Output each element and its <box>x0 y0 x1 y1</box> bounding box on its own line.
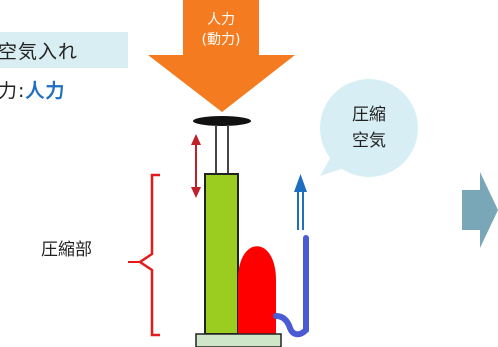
pump-cylinder <box>204 173 239 335</box>
topic-title-text: 空気入れ <box>0 40 79 63</box>
input-force-label-line1: 人力 <box>207 12 235 28</box>
topic-title: 空気入れ <box>0 32 128 68</box>
compressed-air-label-line1: 圧縮 <box>352 105 386 125</box>
pump-base <box>195 333 282 347</box>
compression-section-label: 圧縮部 <box>41 240 92 260</box>
input-force-label: 人力 (動力) <box>181 10 261 50</box>
compressed-air-label: 圧縮 空気 <box>339 102 399 154</box>
compression-bracket <box>137 173 160 337</box>
power-source-value: 人力 <box>25 80 66 102</box>
input-force-arrow <box>148 0 295 112</box>
input-force-label-line2: (動力) <box>201 32 241 48</box>
compressed-air-label-line2: 空気 <box>352 131 386 151</box>
pump-handle <box>193 116 251 126</box>
movement-arrow <box>191 134 201 198</box>
compressed-air-bubble <box>320 79 418 177</box>
air-hose <box>273 235 309 338</box>
air-output-arrow <box>294 174 307 230</box>
power-source-label: 力: <box>0 80 26 102</box>
next-step-arrow <box>462 172 498 248</box>
power-source-line: 力:人力 <box>0 76 65 103</box>
air-tank <box>238 246 276 334</box>
